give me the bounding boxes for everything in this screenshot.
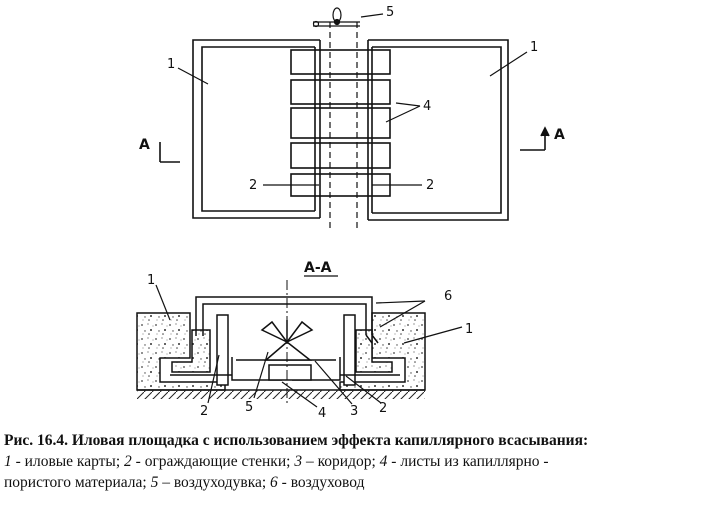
leader-5-sec [253, 351, 269, 399]
callout-2-right-sec: 2 [379, 401, 387, 416]
left-sludge-bed [136, 312, 226, 391]
left-drying-bed-inner-wall [201, 46, 315, 212]
section-title: А-А [304, 260, 332, 276]
sheet-left [231, 357, 282, 381]
section-marker-left: A [139, 137, 150, 153]
legend-num-2: 2 [124, 453, 132, 470]
leader-1-right-sec [403, 326, 463, 344]
legend-text-6: - воздуховод [277, 474, 365, 491]
legend-num-3: 3 [294, 453, 303, 470]
plan-view [159, 7, 550, 228]
legend-text-3: – коридор; [302, 453, 380, 470]
sheet [290, 79, 391, 105]
legend-text-4: - листы из капиллярно - [387, 453, 549, 470]
callout-6-sec: 6 [444, 289, 452, 304]
air-duct-outer [195, 296, 373, 336]
diagram: 1 1 4 2 2 5 A A А-А [136, 5, 565, 421]
callout-1-right: 1 [530, 40, 538, 55]
leader-2-right-sec [345, 375, 382, 404]
leader-3-sec [314, 360, 353, 405]
legend-text-5: – воздуходувка; [158, 474, 271, 491]
leader-6-b [379, 300, 426, 328]
leader-4-b [385, 105, 421, 123]
blower-icon [312, 7, 360, 28]
leader-2-left-sec [207, 354, 220, 404]
leader-6-a [375, 300, 426, 304]
leader-1-left-sec [155, 284, 171, 321]
section-arrow-left [159, 142, 180, 163]
sheet [290, 142, 391, 169]
left-drying-bed-wall [192, 39, 320, 219]
callout-5-plan: 5 [386, 5, 394, 20]
blower-housing [263, 341, 313, 361]
callout-2-left: 2 [249, 178, 257, 193]
leader-1-right [489, 51, 528, 77]
legend-text-2: - ограждающие стенки; [131, 453, 295, 470]
right-sludge-bed [339, 312, 426, 391]
left-wall [216, 314, 229, 386]
section-marker-right: A [554, 127, 565, 143]
sheet [290, 49, 391, 75]
blower-base [268, 364, 312, 381]
caption-legend-line-1: 1 - иловые карты; 2 - ограждающие стенки… [4, 451, 708, 472]
caption-title: Рис. 16.4. Иловая площадка с использован… [4, 432, 589, 449]
callout-1-left: 1 [167, 57, 175, 72]
right-wall [343, 314, 356, 386]
caption-legend-line-2: пористого материала; 5 – воздуходувка; 6… [4, 472, 708, 493]
section-view [136, 280, 463, 408]
legend-text-1: - иловые карты; [11, 453, 125, 470]
callout-3-sec: 3 [350, 404, 358, 419]
leader-5 [360, 13, 384, 18]
capillary-sheets [290, 49, 391, 197]
leader-4-a [395, 102, 421, 107]
right-drying-bed-wall [368, 39, 509, 221]
callout-4-sec: 4 [318, 406, 326, 421]
callout-2-right: 2 [426, 178, 434, 193]
sheet [290, 107, 391, 139]
leader-1-left [177, 67, 209, 85]
callout-5-sec: 5 [245, 400, 253, 415]
legend-num-4: 4 [379, 453, 388, 470]
legend-num-5: 5 [150, 474, 159, 491]
callout-1-left-sec: 1 [147, 273, 155, 288]
ground-hatch [137, 390, 425, 399]
leader-4-sec [281, 381, 318, 408]
legend-num-1: 1 [4, 453, 12, 470]
air-duct-inner [202, 303, 367, 336]
callout-2-left-sec: 2 [200, 404, 208, 419]
figure-caption: Рис. 16.4. Иловая площадка с использован… [4, 430, 708, 493]
right-drying-bed-inner-wall [372, 46, 502, 214]
legend-text-4b: пористого материала; [4, 474, 151, 491]
blower-icon [260, 320, 314, 343]
left-sludge-fill [171, 329, 211, 373]
callout-1-right-sec: 1 [465, 322, 473, 337]
section-arrow-right [520, 126, 550, 151]
callout-4-plan: 4 [423, 99, 431, 114]
legend-num-6: 6 [270, 474, 278, 491]
